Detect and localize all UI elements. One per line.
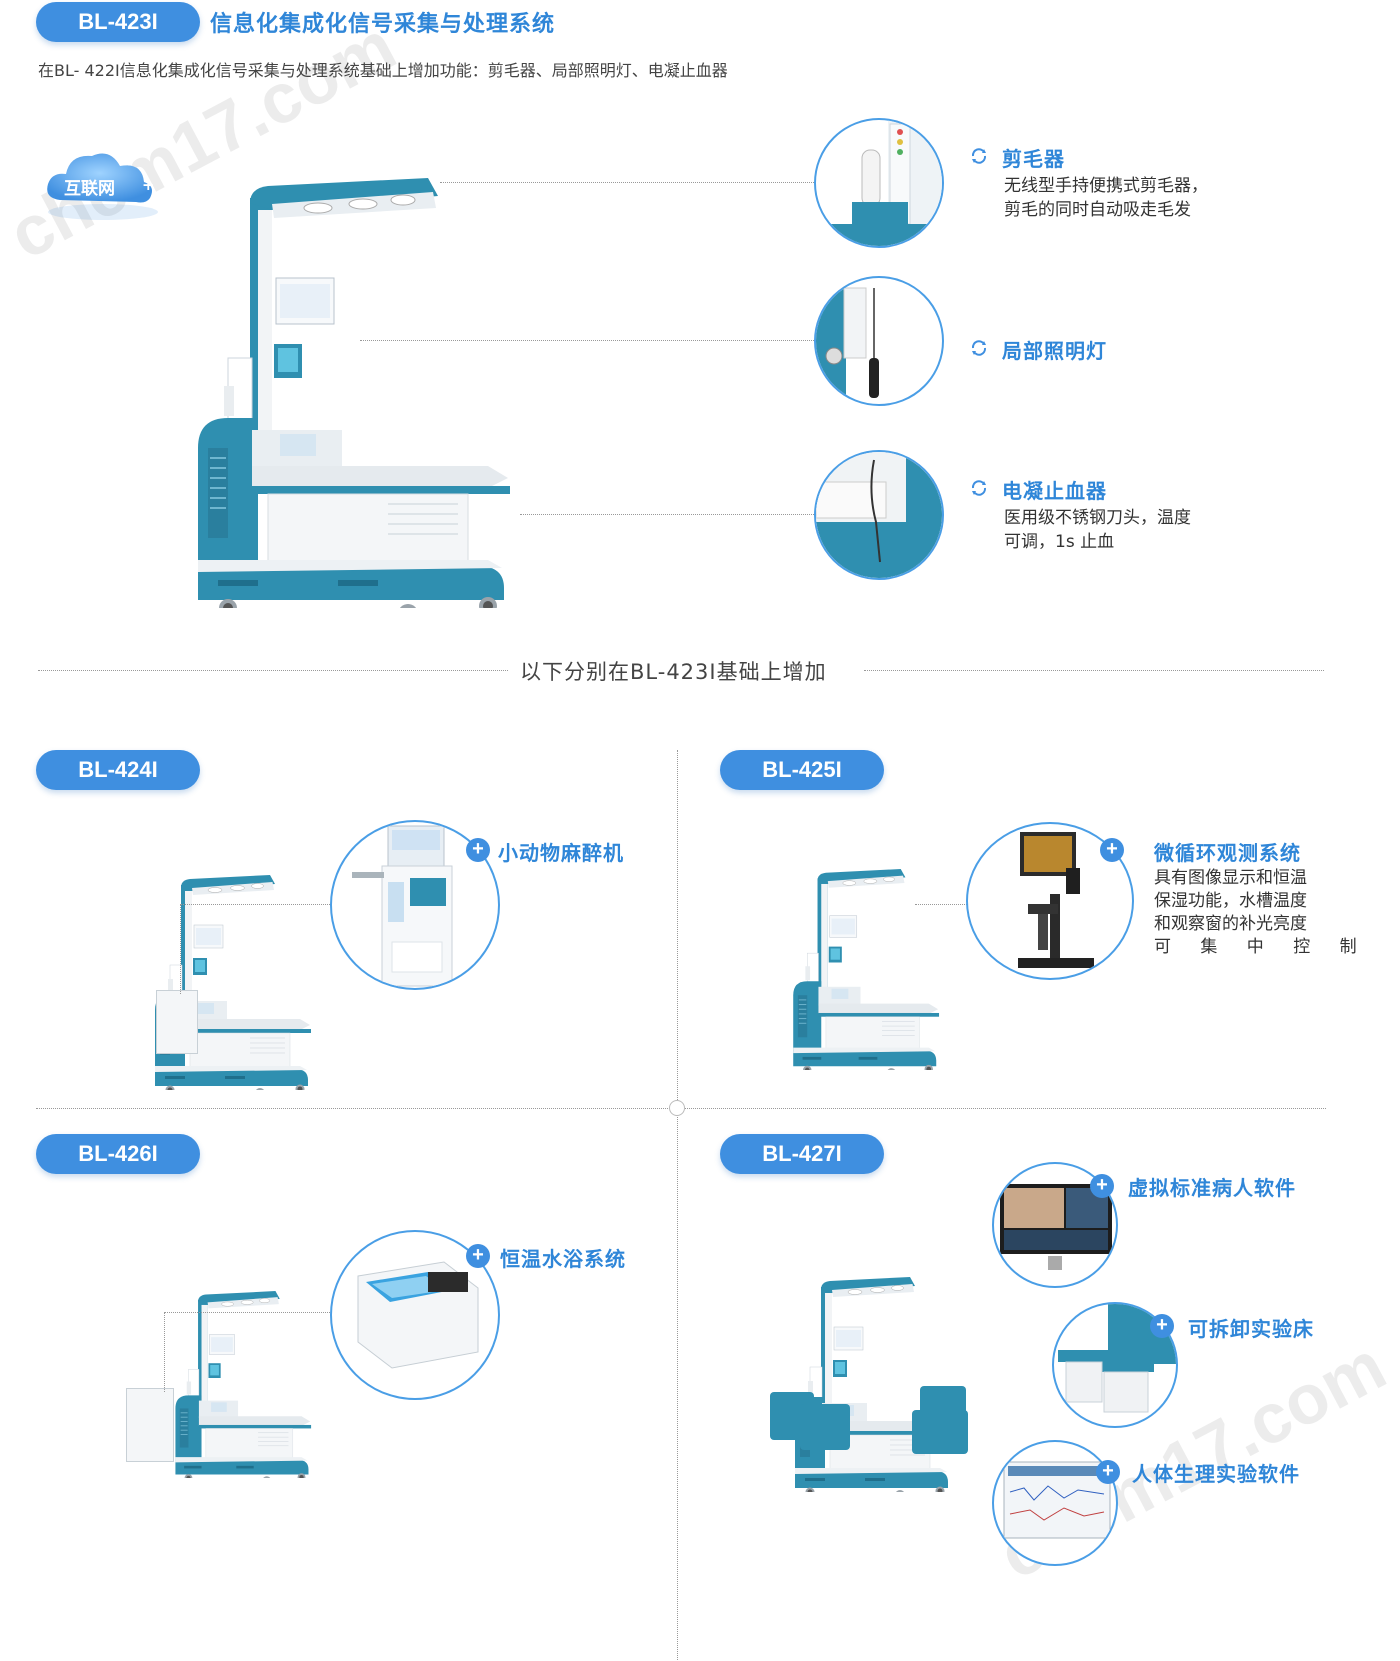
- feature-desc-clipper-2: 剪毛的同时自动吸走毛发: [1004, 200, 1191, 220]
- connector-426-h: [164, 1312, 330, 1313]
- divider-text: 以下分别在BL-423I基础上增加: [520, 660, 827, 684]
- connector-424-v: [180, 904, 181, 994]
- lab-table-425-image: [788, 855, 948, 1070]
- page-subtitle: 在BL- 422I信息化集成化信号采集与处理系统基础上增加功能：剪毛器、局部照明…: [38, 61, 728, 80]
- plus-icon: +: [1090, 1174, 1114, 1198]
- cloud-label: 互联网: [64, 179, 115, 199]
- connector-425-h: [915, 904, 969, 905]
- addon-desc-micro-1: 具有图像显示和恒温: [1154, 868, 1307, 888]
- feature-image-clipper: [814, 118, 944, 248]
- connector-line-2: [360, 340, 816, 341]
- plus-icon: +: [466, 838, 490, 862]
- plus-icon: +: [1100, 838, 1124, 862]
- addon-desc-micro-4: 可 集 中 控 制: [1154, 937, 1369, 957]
- lab-table-427-image: [790, 1262, 960, 1492]
- lab-table-424-image: [150, 860, 320, 1090]
- feature-title-clipper: 剪毛器: [1002, 147, 1065, 171]
- sync-icon: [971, 480, 987, 496]
- sync-icon: [971, 340, 987, 356]
- model-badge-425: BL-425I: [720, 750, 884, 790]
- cloud-plus: +: [142, 176, 155, 194]
- model-badge-424: BL-424I: [36, 750, 200, 790]
- addon-title-physiology-software: 人体生理实验软件: [1132, 1462, 1300, 1486]
- stool-image: [912, 1410, 968, 1454]
- addon-image-detachable-table: [1052, 1302, 1178, 1428]
- addon-title-microcirculation: 微循环观测系统: [1154, 841, 1301, 865]
- grid-center-node: [669, 1100, 685, 1116]
- model-badge-main: BL-423I: [36, 2, 200, 42]
- addon-desc-micro-2: 保湿功能，水槽温度: [1154, 891, 1307, 911]
- model-badge-427: BL-427I: [720, 1134, 884, 1174]
- addon-title-anesthesia: 小动物麻醉机: [498, 841, 624, 865]
- feature-title-electrocoagulator: 电凝止血器: [1002, 479, 1107, 503]
- addon-image-physiology-software: [992, 1440, 1118, 1566]
- feature-title-lamp: 局部照明灯: [1002, 339, 1107, 363]
- connector-line-1: [440, 182, 816, 183]
- addon-image-water-bath: [330, 1230, 500, 1400]
- connector-line-3: [520, 514, 816, 515]
- divider-line-right: [864, 670, 1324, 671]
- connector-424-h: [180, 904, 330, 905]
- feature-image-electrocoagulator: [814, 450, 944, 580]
- addon-title-virtual-patient: 虚拟标准病人软件: [1128, 1176, 1296, 1200]
- cloud-icon: 互联网 +: [38, 142, 168, 222]
- stool-image: [800, 1404, 850, 1450]
- addon-title-detachable-table: 可拆卸实验床: [1188, 1317, 1314, 1341]
- model-badge-426: BL-426I: [36, 1134, 200, 1174]
- plus-icon: +: [466, 1244, 490, 1268]
- plus-icon: +: [1150, 1314, 1174, 1338]
- lab-table-426-image: [170, 1278, 320, 1478]
- grid-divider-vertical: [677, 750, 678, 1660]
- feature-desc-electro-1: 医用级不锈钢刀头，温度: [1004, 508, 1191, 528]
- feature-desc-clipper-1: 无线型手持便携式剪毛器，: [1004, 176, 1208, 196]
- anesthesia-cart-image: [156, 990, 198, 1054]
- addon-desc-micro-3: 和观察窗的补光亮度: [1154, 914, 1307, 934]
- connector-426-v: [164, 1312, 165, 1392]
- addon-title-water-bath: 恒温水浴系统: [500, 1247, 626, 1271]
- main-lab-table-image: [188, 148, 528, 608]
- sync-icon: [971, 148, 987, 164]
- divider-line-left: [38, 670, 508, 671]
- plus-icon: +: [1096, 1460, 1120, 1484]
- water-bath-cart-image: [126, 1388, 174, 1462]
- feature-desc-electro-2: 可调，1s 止血: [1004, 532, 1115, 552]
- addon-image-virtual-patient: [992, 1162, 1118, 1288]
- feature-image-lamp: [814, 276, 944, 406]
- page-title: 信息化集成化信号采集与处理系统: [210, 12, 556, 37]
